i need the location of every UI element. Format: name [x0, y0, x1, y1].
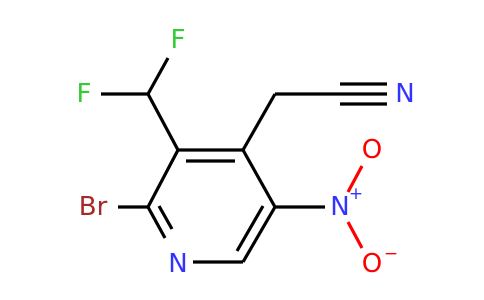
atom-bromine: Br — [79, 192, 108, 222]
atom-oxygen-bottom: O — [362, 249, 382, 279]
atom-nitro-nitrogen: N — [330, 192, 349, 222]
bond-nitro-obottom-a — [346, 221, 364, 249]
bonds — [101, 57, 387, 264]
bond-chf2-ftop — [146, 57, 170, 95]
bond-nitro-otop — [346, 165, 364, 193]
atom-labels: Br N F F N N O O + − — [77, 25, 415, 279]
charge-plus: + — [349, 184, 363, 204]
bond-c5-c6-a — [241, 206, 277, 263]
atom-nitrile-nitrogen: N — [395, 79, 414, 109]
atom-fluorine-left: F — [77, 79, 92, 109]
bond-n1-c2-a — [146, 206, 167, 239]
bond-c4-ch2 — [241, 93, 277, 151]
charge-minus: − — [384, 244, 398, 264]
bond-c4-c5 — [241, 149, 277, 208]
bond-c5-c6-b — [235, 205, 265, 252]
bond-n1-c2-b — [157, 205, 174, 230]
bond-c2-c3 — [146, 149, 180, 208]
atom-ring-nitrogen: N — [168, 249, 187, 279]
atom-oxygen-top: O — [362, 135, 382, 165]
bond-c3-chf2 — [146, 93, 180, 151]
atom-fluorine-top: F — [171, 25, 186, 55]
